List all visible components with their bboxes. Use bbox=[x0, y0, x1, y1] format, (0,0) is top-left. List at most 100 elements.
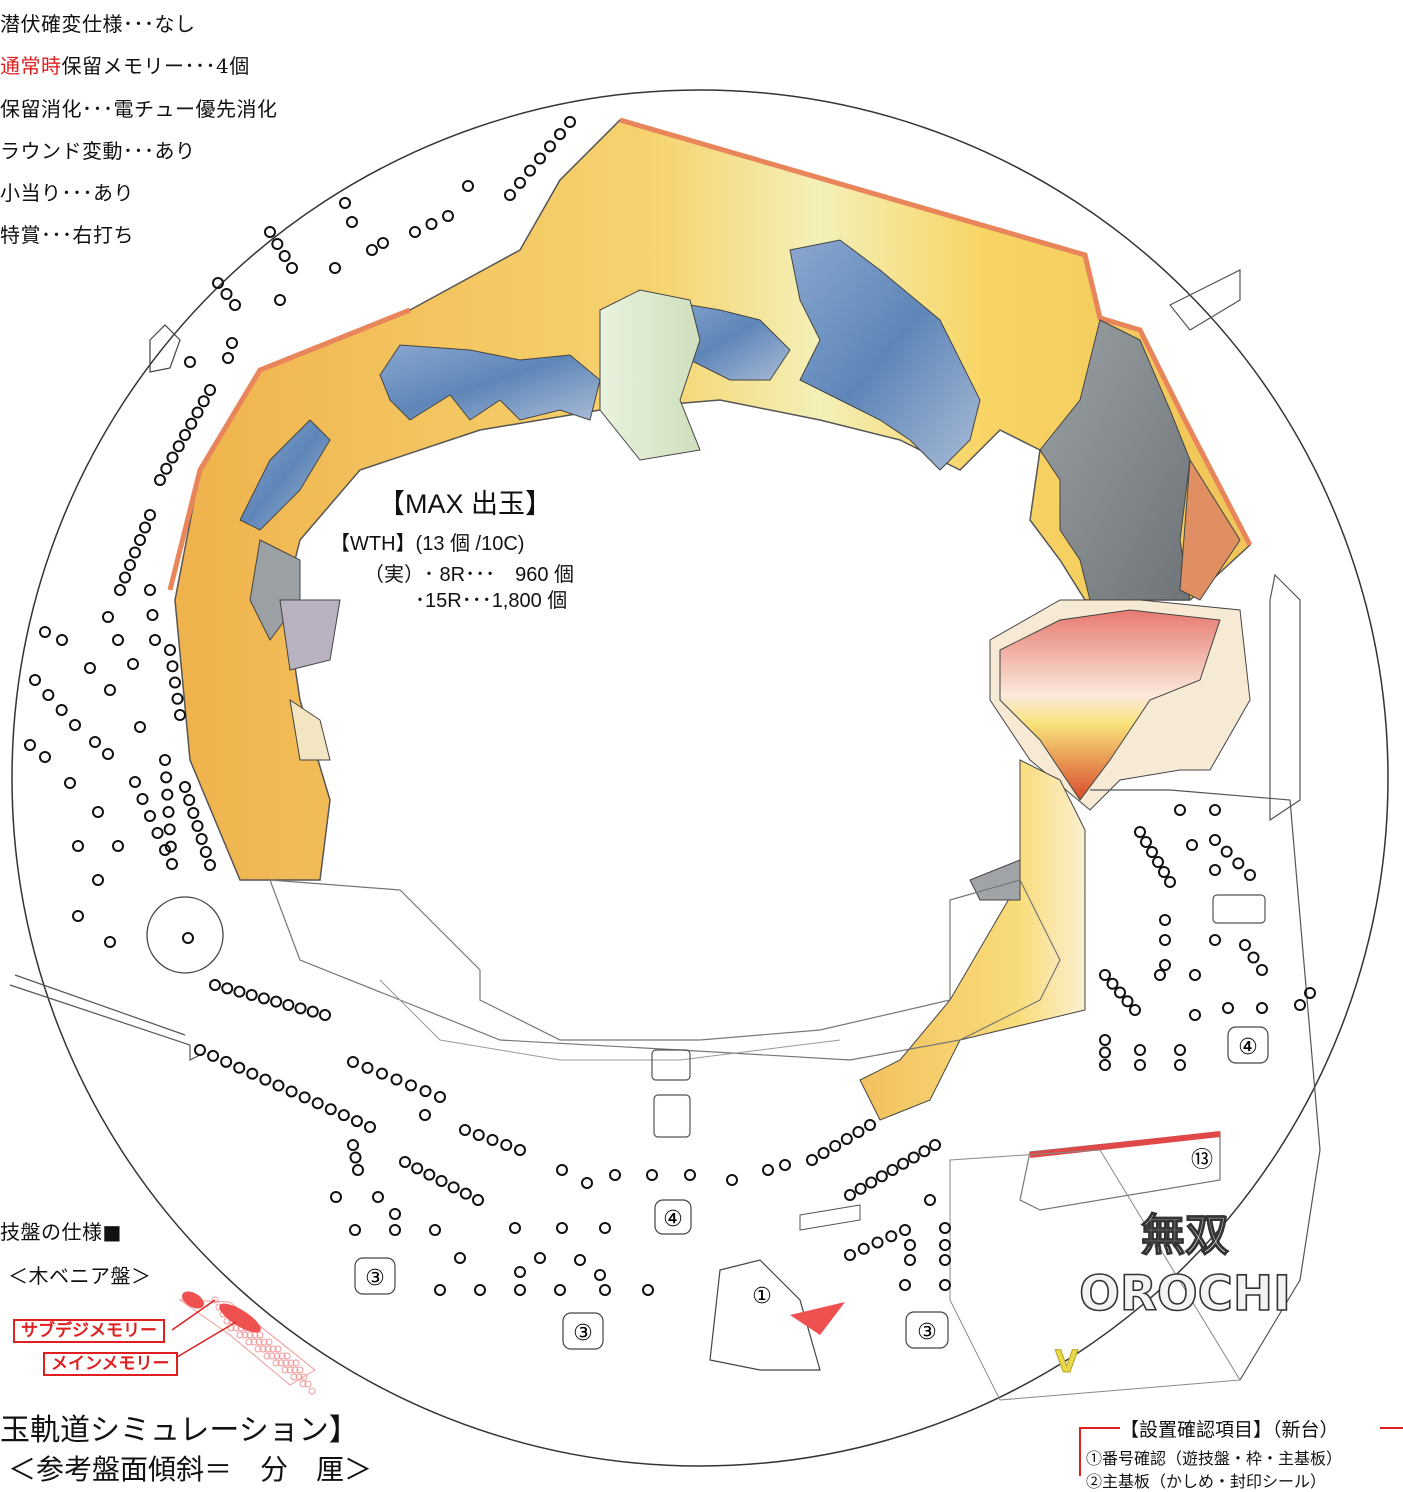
frame-top-rim bbox=[619, 117, 1253, 547]
nail-pin bbox=[339, 197, 351, 209]
nail-pin bbox=[119, 571, 131, 584]
nail-pin bbox=[1099, 1046, 1111, 1059]
memory-dot bbox=[273, 1352, 281, 1360]
nail-pin bbox=[64, 777, 76, 789]
nail-pins bbox=[24, 116, 1316, 1296]
nail-pin bbox=[904, 1239, 916, 1251]
nail-pin bbox=[72, 910, 84, 922]
nail-pin bbox=[864, 1119, 876, 1131]
nail-pin bbox=[1134, 826, 1146, 838]
nail-pin bbox=[534, 1252, 546, 1264]
nail-pin bbox=[220, 1055, 233, 1068]
nail-pin bbox=[885, 1230, 898, 1243]
nail-pin bbox=[376, 1067, 388, 1080]
memory-dot bbox=[274, 1345, 282, 1353]
nail-pin bbox=[939, 1279, 951, 1291]
nail-pin bbox=[504, 189, 516, 201]
nail-pin bbox=[294, 1002, 307, 1015]
max-output-title: 【MAX 出玉】 bbox=[378, 489, 553, 519]
nail-pin bbox=[257, 992, 270, 1005]
nail-pin bbox=[197, 395, 210, 408]
nail-pin bbox=[486, 1134, 499, 1146]
nail-pin bbox=[434, 1091, 446, 1103]
max-output-15r: ･15R･･･1,800 個 bbox=[415, 590, 568, 612]
nail-pin bbox=[389, 1224, 401, 1236]
nail-pin bbox=[844, 1189, 856, 1201]
nail-pin bbox=[179, 781, 191, 793]
memory-dot bbox=[287, 1359, 295, 1367]
nail-pin bbox=[871, 1236, 884, 1249]
memory-dot bbox=[246, 1331, 254, 1339]
nail-pin bbox=[865, 1176, 878, 1189]
nail-pin bbox=[104, 936, 116, 948]
nail-pin bbox=[136, 793, 149, 805]
nail-pin bbox=[191, 406, 204, 419]
nail-pin bbox=[1134, 1044, 1146, 1056]
nail-pin bbox=[129, 546, 141, 559]
nail-pin bbox=[151, 827, 164, 839]
nail-pin bbox=[191, 820, 204, 832]
memory-dot bbox=[259, 1345, 267, 1353]
memory-dot bbox=[265, 1338, 273, 1346]
nail-pin bbox=[554, 1284, 566, 1296]
memory-dot bbox=[304, 1380, 312, 1388]
nail-pin bbox=[1099, 969, 1111, 981]
nail-pin bbox=[1159, 959, 1171, 971]
nail-pin bbox=[462, 180, 474, 192]
nail-pin bbox=[364, 1121, 376, 1133]
nail-pin bbox=[897, 1157, 910, 1170]
spec-line-4: ラウンド変動･･･あり bbox=[0, 139, 196, 163]
memory-dot bbox=[300, 1373, 308, 1381]
nail-pin bbox=[163, 823, 176, 836]
nail-pin bbox=[817, 1147, 830, 1159]
nail-pin bbox=[144, 810, 156, 822]
nail-pin bbox=[42, 689, 55, 701]
confirm-item-2: ②主基板（かしめ・封印シール） bbox=[1086, 1472, 1327, 1491]
nail-pin bbox=[337, 1109, 350, 1122]
max-output-wth: 【WTH】(13 個 /10C) bbox=[330, 533, 525, 555]
nail-pin bbox=[1222, 1002, 1234, 1014]
nail-pin bbox=[574, 1254, 586, 1266]
nail-pin bbox=[840, 1133, 853, 1145]
nail-pin bbox=[229, 299, 241, 311]
nail-pin bbox=[806, 1154, 818, 1166]
nail-pin bbox=[929, 1139, 941, 1151]
nail-pin bbox=[442, 210, 454, 222]
nail-pin bbox=[144, 509, 156, 521]
nail-pin bbox=[1134, 1059, 1146, 1071]
nail-pin bbox=[1106, 977, 1119, 990]
nail-pin bbox=[646, 1169, 658, 1181]
nail-pin bbox=[1189, 969, 1201, 981]
nail-pin bbox=[207, 1049, 220, 1062]
memory-dot bbox=[236, 1331, 244, 1339]
nail-pin bbox=[684, 1169, 696, 1181]
nail-pin bbox=[226, 337, 238, 349]
spec-line-3: 保留消化･･･電チュー優先消化 bbox=[0, 97, 278, 121]
nail-pin bbox=[104, 684, 116, 696]
nail-pin bbox=[924, 1194, 936, 1206]
memory-dot bbox=[241, 1331, 249, 1339]
nail-pin bbox=[298, 1091, 311, 1104]
nail-pin bbox=[278, 250, 291, 262]
nail-pin bbox=[372, 1191, 384, 1203]
nail-pin bbox=[159, 844, 171, 856]
nail-pin bbox=[199, 846, 212, 858]
nail-pin bbox=[169, 676, 181, 689]
marker-13-attacker: ⑬ bbox=[1191, 1148, 1213, 1173]
nail-pin bbox=[212, 277, 224, 289]
nail-pin bbox=[366, 244, 378, 256]
nail-pin bbox=[904, 1254, 916, 1266]
nail-pin bbox=[347, 1056, 359, 1068]
nail-pin bbox=[1121, 995, 1134, 1008]
nail-pin bbox=[84, 662, 96, 674]
nail-pin bbox=[1294, 999, 1306, 1011]
marker-4-right: ④ bbox=[1238, 1035, 1258, 1060]
nail-pin bbox=[56, 634, 68, 646]
nail-pin bbox=[124, 559, 136, 571]
nail-pin bbox=[346, 216, 358, 228]
sub-digit-memory-label: サブデジメモリー bbox=[13, 1319, 165, 1343]
nail-pin bbox=[171, 692, 184, 705]
max-output-8r: （実）･ 8R･･･ 960 個 bbox=[364, 564, 575, 586]
nail-pin bbox=[209, 979, 221, 991]
